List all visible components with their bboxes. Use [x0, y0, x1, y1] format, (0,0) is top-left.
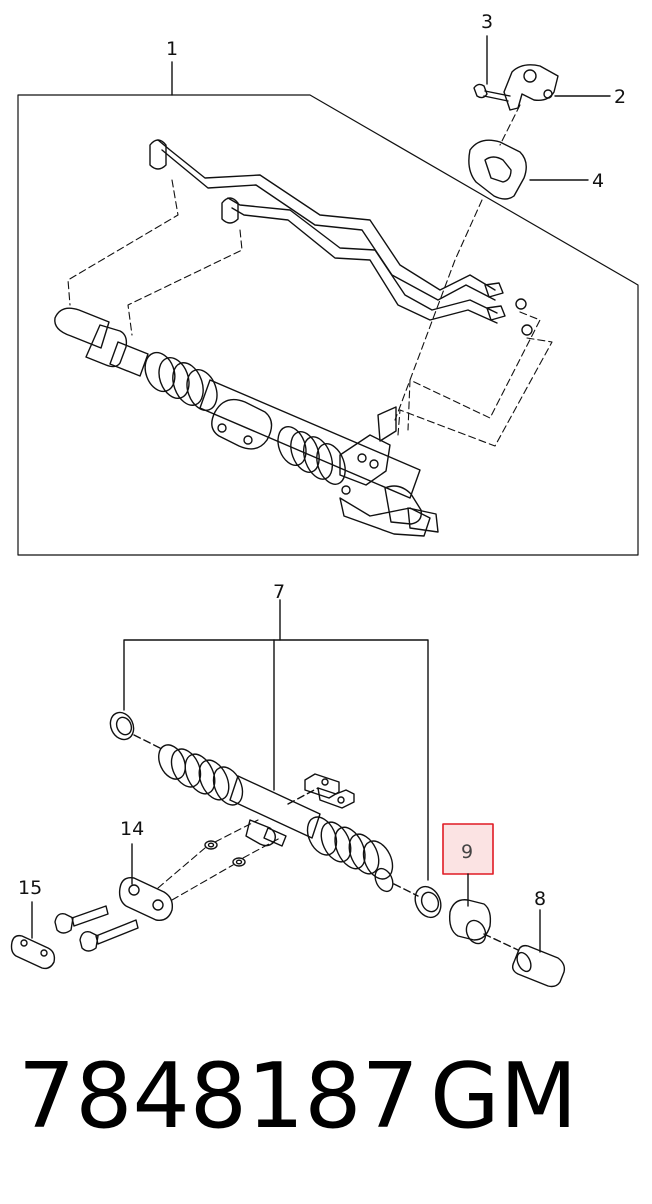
leader-rack-right: [393, 883, 419, 897]
leader-seal-left: [133, 734, 161, 749]
callout-9-highlight[interactable]: 9: [442, 823, 494, 907]
callout-8: 8: [534, 888, 546, 953]
svg-text:4: 4: [592, 170, 604, 192]
mounting-plate-part-14: [118, 877, 174, 921]
leader-lines-bottom: [157, 819, 281, 901]
callout-3: 3: [481, 11, 493, 85]
svg-text:3: 3: [481, 11, 493, 33]
callout-15: 15: [18, 877, 42, 939]
brand-name: GM: [430, 1044, 578, 1149]
bolt-part-3: [473, 83, 511, 102]
svg-text:14: 14: [120, 818, 144, 840]
insulator-part-4: [468, 139, 527, 200]
mount-bracket-part-2: [503, 64, 559, 111]
svg-text:8: 8: [534, 888, 546, 910]
svg-text:15: 15: [18, 877, 42, 899]
callout-1: 1: [166, 38, 178, 96]
svg-text:7: 7: [273, 581, 285, 603]
hydraulic-lines: [149, 139, 533, 336]
svg-text:1: 1: [166, 38, 178, 60]
leader-lines-top: [67, 104, 553, 447]
clamp-bracket: [304, 773, 355, 809]
steering-gear-assembly-box: [17, 94, 639, 556]
callout-4: 4: [529, 170, 604, 192]
callout-14: 14: [120, 818, 144, 885]
svg-text:2: 2: [614, 86, 626, 108]
washers: [204, 840, 246, 867]
bolts-part-14: [54, 905, 139, 952]
bushing-part-9: [448, 899, 492, 945]
part-number: 7848187: [18, 1044, 419, 1149]
callout-7: 7: [123, 581, 429, 881]
seal-ring-left: [109, 711, 135, 741]
gasket-part-15: [10, 934, 56, 970]
tie-rod-end-part-8: [511, 944, 566, 988]
seal-ring-right: [414, 885, 442, 919]
svg-text:9: 9: [461, 841, 473, 863]
steering-rack-bottom: [158, 744, 394, 893]
steering-rack-top: [54, 307, 439, 537]
leader-clamp: [287, 787, 319, 805]
callout-2: 2: [554, 86, 626, 108]
leader-bushing: [483, 933, 519, 951]
